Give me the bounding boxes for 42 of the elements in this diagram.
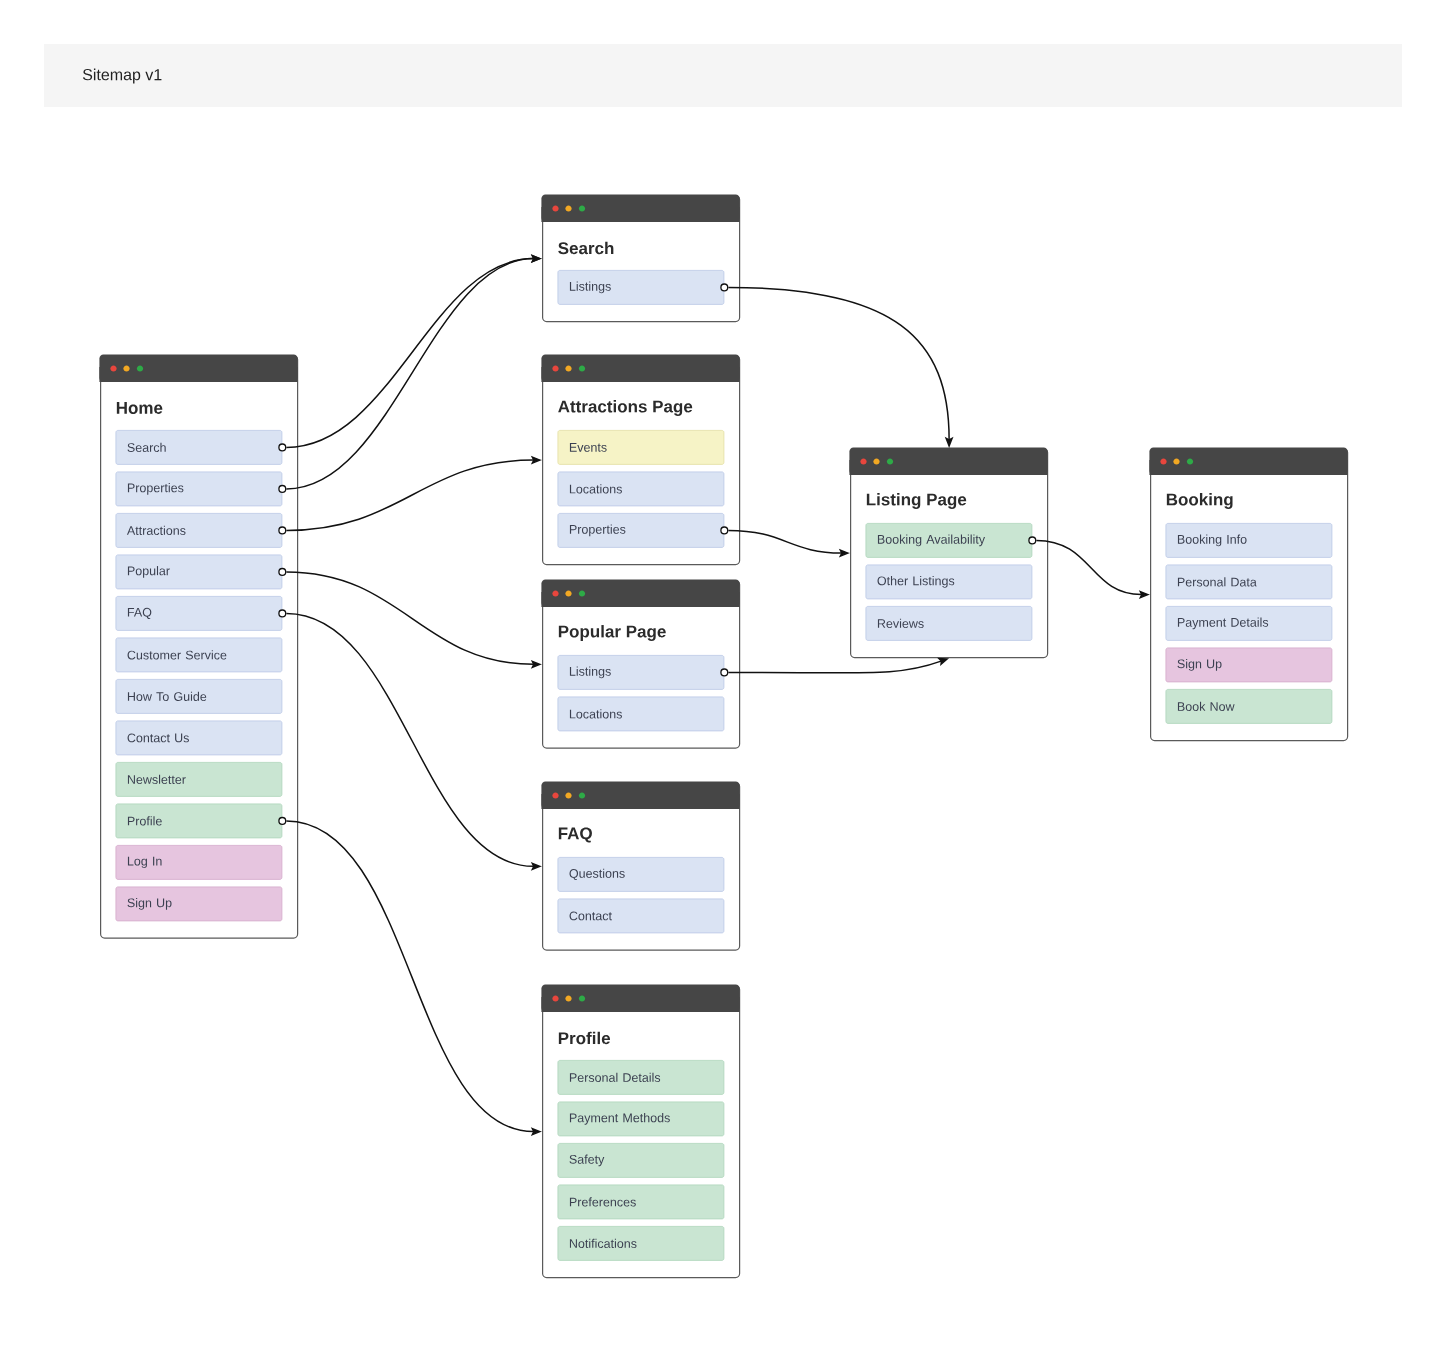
section-box: Reviews — [865, 606, 1033, 641]
section-box: Notifications — [557, 1226, 725, 1261]
page-title: Profile — [558, 1031, 611, 1045]
section-box: Contact Us — [115, 720, 283, 756]
section-box: Payment Methods — [557, 1101, 725, 1137]
section-box: Properties — [557, 513, 725, 548]
section-box: Sign Up — [115, 886, 283, 922]
section-box: Payment Details — [1165, 606, 1333, 641]
section-box: Profile — [115, 803, 283, 839]
section-box: Preferences — [557, 1184, 725, 1220]
section-box: Book Now — [1165, 689, 1333, 724]
title-banner: Sitemap v1 — [44, 44, 1402, 107]
section-box: Log In — [115, 845, 283, 880]
section-box: Other Listings — [865, 564, 1033, 600]
section-box: Locations — [557, 696, 725, 732]
section-box: Contact — [557, 898, 725, 934]
section-box: How To Guide — [115, 679, 283, 714]
section-box: Locations — [557, 471, 725, 507]
section-box: Listings — [557, 270, 725, 305]
section-box: Properties — [115, 471, 283, 507]
section-box: FAQ — [115, 596, 283, 631]
page-title: Search — [558, 241, 614, 255]
section-box: Safety — [557, 1143, 725, 1178]
page-title: Attractions Page — [558, 400, 693, 416]
section-box: Popular — [115, 554, 283, 590]
section-box: Personal Data — [1165, 564, 1333, 600]
section-box: Events — [557, 430, 725, 465]
page-title: Listing Page — [866, 493, 967, 509]
section-box: Sign Up — [1165, 647, 1333, 683]
page-title: FAQ — [558, 827, 592, 843]
section-box: Booking Availability — [865, 523, 1033, 558]
section-box: Newsletter — [115, 762, 283, 797]
section-box: Search — [115, 430, 283, 465]
section-box: Personal Details — [557, 1060, 725, 1095]
section-box: Booking Info — [1165, 523, 1333, 558]
section-box: Listings — [557, 655, 725, 690]
section-box: Customer Service — [115, 637, 283, 673]
section-box: Attractions — [115, 513, 283, 548]
page-title: Home — [116, 402, 163, 414]
page-title: Booking — [1166, 493, 1233, 509]
section-box: Questions — [557, 857, 725, 892]
page-title: Popular Page — [558, 625, 666, 641]
